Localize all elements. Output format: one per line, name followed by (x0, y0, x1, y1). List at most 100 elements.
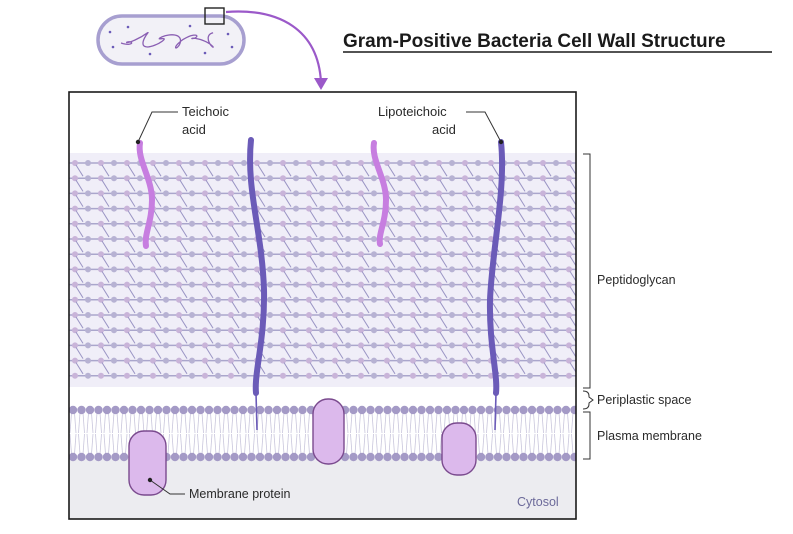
lipid-tail (282, 412, 285, 434)
nag-node (267, 281, 273, 288)
lipid-tail (99, 433, 102, 455)
lipid-tail (537, 412, 540, 434)
peptide-crosslink (543, 255, 552, 268)
lipid-tail (290, 433, 293, 455)
nam-node (176, 357, 182, 364)
lipid-head (561, 405, 571, 415)
peptide-crosslink (413, 316, 422, 329)
lipid-tail (307, 412, 310, 434)
nag-node (137, 266, 143, 273)
nag-node (345, 205, 351, 212)
lipid-head (366, 405, 375, 415)
lipid-head (69, 452, 78, 462)
peptide-crosslink (543, 179, 552, 192)
lipid-tail (571, 433, 574, 455)
nag-node (449, 205, 455, 212)
lipid-tail (422, 433, 425, 455)
lipid-tail (558, 412, 561, 434)
nam-node (254, 327, 260, 334)
lipid-tail (520, 412, 523, 434)
lipid-tail (545, 412, 548, 434)
nag-node (293, 296, 299, 303)
nam-node (202, 312, 208, 318)
peptide-crosslink (439, 316, 448, 329)
peptide-crosslink (543, 164, 552, 177)
nam-node (436, 281, 442, 288)
lipid-tail (146, 412, 149, 434)
peptide-crosslink (101, 331, 110, 344)
nag-node (111, 281, 117, 288)
nag-node (345, 342, 351, 349)
peptide-crosslink (179, 271, 188, 283)
lipid-head (247, 405, 256, 415)
zoom-arrow (225, 10, 328, 90)
nag-node (423, 312, 429, 318)
nag-node (111, 266, 117, 273)
peptide-crosslink (75, 316, 84, 329)
nam-node (124, 175, 130, 182)
nag-node (449, 327, 455, 334)
nag-node (423, 296, 429, 303)
nag-node (501, 266, 507, 273)
peptide-crosslink (179, 255, 188, 268)
nag-node (345, 251, 351, 258)
nam-node (566, 220, 572, 227)
nam-node (358, 190, 364, 197)
nag-node (423, 160, 429, 166)
lipid-tail (201, 412, 204, 434)
speck (226, 32, 230, 36)
nag-node (527, 281, 533, 288)
lipid-head (221, 405, 231, 415)
peptide-crosslink (283, 331, 292, 344)
lipid-tail (541, 433, 544, 455)
nam-node (176, 296, 182, 303)
lipid-tail (490, 412, 493, 434)
nam-node (228, 312, 234, 318)
nam-node (410, 342, 416, 349)
nam-node (410, 296, 416, 303)
nam-node (332, 205, 338, 212)
peptide-crosslink (361, 240, 370, 253)
nam-node (332, 357, 338, 364)
nag-node (111, 160, 117, 166)
lipid-head (357, 405, 367, 415)
nam-node (72, 160, 78, 166)
lipid-tail (380, 412, 383, 434)
peptide-crosslink (205, 362, 214, 375)
peptide-crosslink (283, 301, 292, 314)
nam-node (306, 220, 312, 227)
peptide-crosslink (335, 286, 344, 299)
nag-node (85, 312, 91, 318)
nam-node (384, 281, 390, 288)
nam-node (410, 205, 416, 212)
nag-node (371, 220, 377, 227)
lipid-tail (252, 412, 255, 434)
nam-node (332, 342, 338, 349)
lipid-tail (494, 433, 497, 455)
peptide-crosslink (439, 195, 448, 207)
nam-node (436, 236, 442, 242)
nag-node (189, 205, 195, 212)
nam-node (176, 205, 182, 212)
lipid-head (238, 452, 248, 462)
peptide-crosslink (153, 362, 162, 375)
nag-node (163, 296, 169, 303)
nam-node (436, 175, 442, 182)
nag-node (215, 190, 221, 197)
peptide-crosslink (543, 195, 552, 207)
nam-node (306, 342, 312, 349)
lipid-tail (409, 412, 412, 434)
peptide-crosslink (179, 301, 188, 314)
peptide-crosslink (361, 286, 370, 299)
lipid-tail (91, 412, 94, 434)
lipid-head (298, 452, 307, 462)
lipid-head (366, 452, 375, 462)
peptide-crosslink (75, 210, 84, 223)
speck (111, 45, 115, 49)
lipid-tail (409, 433, 412, 455)
peptide-crosslink (283, 286, 292, 299)
nag-node (163, 266, 169, 273)
nag-node (371, 190, 377, 197)
lipid-tail (244, 433, 247, 455)
peptide-crosslink (231, 301, 240, 314)
